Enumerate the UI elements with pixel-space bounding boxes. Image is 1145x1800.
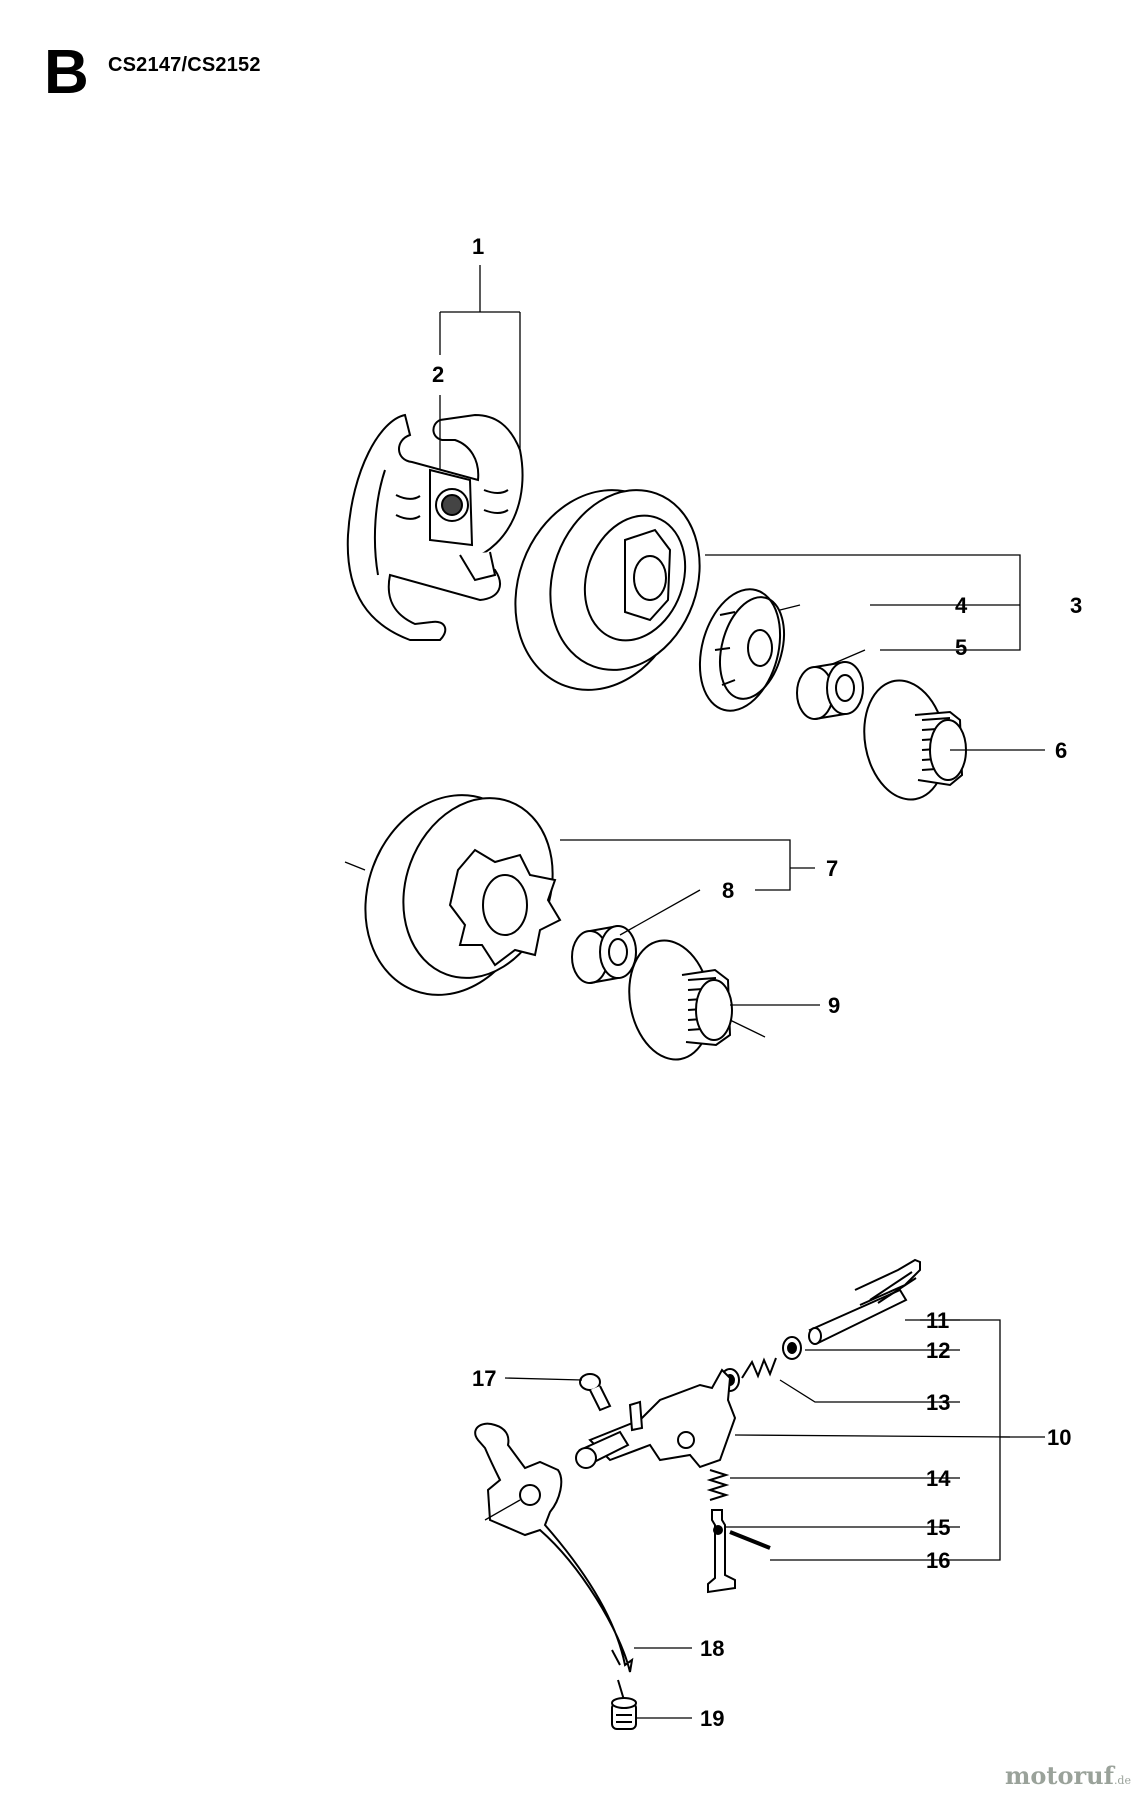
needle-bearing-part-8 — [571, 925, 637, 984]
callout-6: 6 — [1055, 738, 1067, 763]
pin-part-16 — [729, 1530, 771, 1550]
pump-bracket-part-10 — [575, 1368, 737, 1469]
washer-part-6 — [863, 679, 967, 801]
spur-drum-part — [364, 794, 562, 996]
clutch-shoe-part — [346, 413, 524, 641]
clutch-drum-part — [514, 489, 701, 691]
watermark-logo: motoruf.de — [1005, 1761, 1131, 1790]
watermark-suffix: .de — [1113, 1774, 1131, 1787]
callout-12: 12 — [926, 1338, 950, 1363]
callout-17: 17 — [472, 1366, 496, 1391]
callout-11: 11 — [926, 1308, 949, 1333]
section-letter: B — [44, 38, 89, 107]
callout-19: 19 — [700, 1706, 724, 1731]
callout-13: 13 — [926, 1390, 950, 1415]
knob-part-19 — [611, 1679, 637, 1730]
callout-7: 7 — [826, 856, 838, 881]
callout-9: 9 — [828, 993, 840, 1018]
callout-2: 2 — [432, 362, 444, 387]
adjuster-rod-part-11 — [808, 1258, 921, 1345]
callout-labels: 1 2 3 4 5 6 7 8 9 10 11 12 13 14 15 16 1… — [432, 234, 1082, 1731]
callout-14: 14 — [926, 1466, 951, 1491]
callout-8: 8 — [722, 878, 734, 903]
callout-15: 15 — [926, 1515, 950, 1540]
callout-16: 16 — [926, 1548, 950, 1573]
callout-1: 1 — [472, 234, 484, 259]
watermark-brand: motoruf — [1005, 1761, 1114, 1790]
spring-part-13 — [741, 1357, 777, 1379]
lever-part-18 — [474, 1422, 634, 1673]
pin-part-15 — [707, 1509, 736, 1594]
model-title: CS2147/CS2152 — [108, 54, 261, 76]
callout-18: 18 — [700, 1636, 724, 1661]
washer-part-9 — [628, 939, 733, 1061]
needle-bearing-part — [796, 661, 864, 720]
leader-lines — [344, 265, 1045, 1719]
screw-part-17 — [579, 1373, 612, 1412]
callout-4: 4 — [955, 593, 968, 618]
spring-part-14 — [706, 1469, 730, 1501]
callout-5: 5 — [955, 635, 967, 660]
rim-sprocket-part — [698, 588, 785, 712]
washer-part-12 — [782, 1336, 802, 1360]
callout-3: 3 — [1070, 593, 1082, 618]
callout-10: 10 — [1047, 1425, 1071, 1450]
